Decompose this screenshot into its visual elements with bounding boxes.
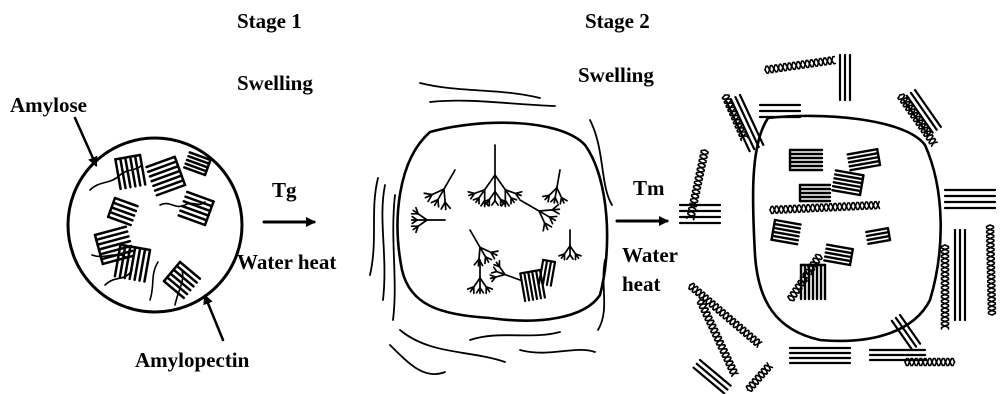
stage2-title: Stage 2 <box>585 11 650 32</box>
stage1-transition-label: Tg <box>272 180 297 201</box>
amylopectin-cluster <box>115 155 145 189</box>
amylopectin-pointer-arrow <box>205 296 223 340</box>
stage2-condition-line2: heat <box>622 274 661 295</box>
amylopectin-label: Amylopectin <box>135 350 249 371</box>
amylopectin-cluster <box>866 228 890 244</box>
leached-amylopectin-branches <box>412 145 581 293</box>
stage1-condition-label: Water heat <box>237 252 336 273</box>
amylopectin-cluster <box>108 198 137 225</box>
stage2-process-label: Swelling <box>578 65 654 86</box>
amylopectin-cluster <box>800 185 830 201</box>
amylose-chains <box>90 165 205 305</box>
gelatinized-granule <box>680 55 995 393</box>
swollen-granule-boundary <box>398 123 608 321</box>
amylose-helix <box>687 150 708 220</box>
chain-bundle <box>790 348 850 363</box>
amylose-helix <box>770 202 880 214</box>
amylose-helix <box>942 245 949 329</box>
amylose-helix <box>689 283 762 347</box>
amylopectin-fans <box>520 260 555 301</box>
amylopectin-cluster <box>772 220 801 244</box>
amylopectin-cluster <box>824 245 852 265</box>
amylose-pointer-arrow <box>75 118 96 165</box>
chain-bundle <box>694 360 731 393</box>
inner-amylopectin-fans <box>772 149 890 299</box>
chain-bundle <box>945 190 995 208</box>
leached-amylose-strands <box>370 83 612 374</box>
amylose-helix <box>765 57 835 74</box>
chain-bundle <box>840 55 850 100</box>
amylopectin-cluster <box>179 192 214 225</box>
amylose-label: Amylose <box>10 95 87 116</box>
amylose-helix <box>987 225 996 315</box>
amylopectin-clusters <box>95 152 214 297</box>
amylose-helix <box>698 300 739 376</box>
amylose-helix <box>746 363 772 391</box>
stage2-transition-label: Tm <box>633 178 665 199</box>
chain-bundle <box>955 230 965 320</box>
stage1-title: Stage 1 <box>237 11 302 32</box>
amylopectin-cluster <box>832 170 863 195</box>
native-granule <box>68 138 242 312</box>
chain-bundle <box>680 205 720 223</box>
stage1-process-label: Swelling <box>237 73 313 94</box>
amylopectin-cluster <box>848 149 880 170</box>
amylopectin-cluster <box>790 150 822 170</box>
amylose-helix <box>905 359 955 366</box>
stage2-condition-line1: Water <box>622 245 678 266</box>
amylopectin-cluster <box>147 157 185 195</box>
swollen-granule <box>370 83 612 374</box>
chain-bundle <box>892 315 920 349</box>
